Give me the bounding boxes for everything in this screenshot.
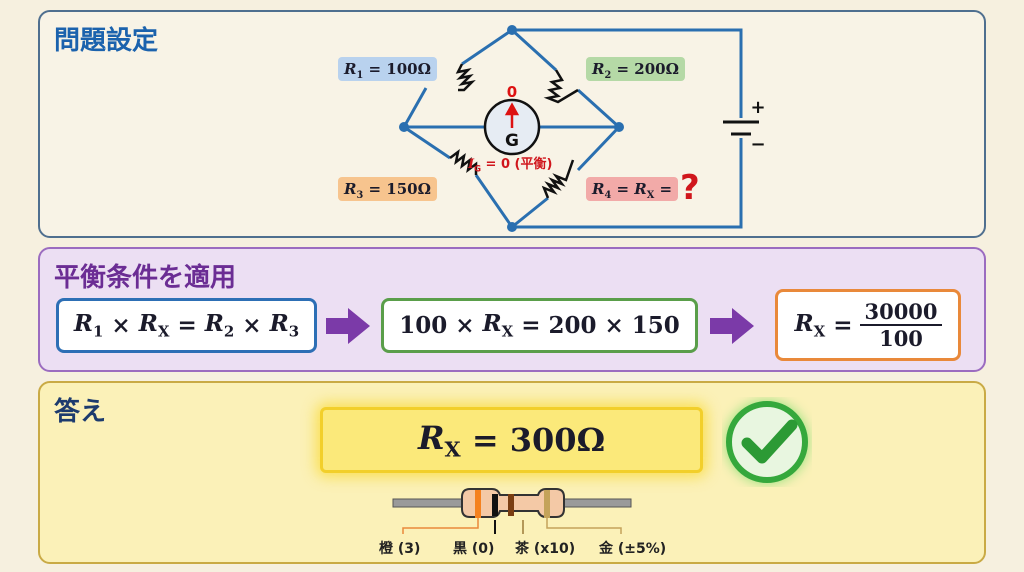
r1-sub: 1 bbox=[356, 70, 364, 81]
galvanometer-reading: 0 bbox=[507, 83, 517, 101]
r4-sub: 4 bbox=[604, 190, 612, 201]
apply-title: 平衡条件を適用 bbox=[54, 263, 237, 293]
r3-sym: R bbox=[344, 180, 357, 198]
galvanometer-label: G bbox=[505, 131, 519, 151]
variable-subscript: X bbox=[813, 322, 826, 341]
variable-subscript: X bbox=[157, 322, 170, 341]
r2-sub: 2 bbox=[604, 70, 612, 81]
variable-symbol: R bbox=[269, 310, 289, 338]
variable-subscript: 2 bbox=[223, 322, 235, 341]
r4-value: = bbox=[654, 180, 673, 198]
variable-subscript: 1 bbox=[93, 322, 104, 341]
color-code-gold: 金 (±5%) bbox=[599, 541, 667, 557]
ig-sub: G bbox=[474, 163, 482, 174]
r1-value: = 100Ω bbox=[363, 60, 431, 78]
r3-label: R3 = 150Ω bbox=[338, 177, 437, 201]
variable-symbol: R bbox=[73, 310, 94, 338]
equation-text: = bbox=[169, 312, 205, 339]
r3-sub: 3 bbox=[356, 190, 364, 201]
color-code-brown: 茶 (x10) bbox=[515, 541, 576, 557]
equation-text: = 200 × 150 bbox=[513, 312, 680, 339]
r4-eq: = bbox=[611, 180, 635, 198]
variable-symbol: R bbox=[794, 309, 814, 337]
battery-plus: + bbox=[750, 97, 765, 118]
variable: RX bbox=[794, 310, 825, 341]
r2-sym: R bbox=[592, 60, 605, 78]
galvanometer-current-label: IG = 0 (平衡) bbox=[468, 153, 552, 174]
variable-symbol: R bbox=[417, 418, 445, 457]
variable-subscript: X bbox=[501, 322, 514, 341]
r3-value: = 150Ω bbox=[363, 180, 431, 198]
variable-symbol: R bbox=[482, 310, 502, 338]
variable: RX bbox=[482, 310, 513, 341]
variable-symbol: R bbox=[204, 310, 224, 338]
equation-text: = bbox=[825, 311, 853, 339]
variable-subscript: 3 bbox=[288, 322, 300, 341]
resistor-icons bbox=[449, 63, 579, 199]
variable-symbol: R bbox=[138, 310, 158, 338]
variable: R3 bbox=[270, 310, 300, 341]
r1-label: R1 = 100Ω bbox=[338, 57, 437, 81]
r4-sym: R bbox=[592, 180, 605, 198]
variable: RX bbox=[139, 310, 170, 341]
variable: R1 bbox=[74, 310, 104, 341]
variable-subscript: X bbox=[444, 436, 461, 462]
r2-label: R2 = 200Ω bbox=[586, 57, 685, 81]
fraction-denominator: 100 bbox=[879, 326, 923, 351]
variable: R2 bbox=[205, 310, 235, 341]
color-code-black: 黒 (0) bbox=[453, 541, 495, 557]
r1-sym: R bbox=[344, 60, 357, 78]
arrow-right-icon bbox=[710, 308, 754, 344]
rx-sym: R bbox=[634, 180, 647, 198]
equation-text: = 300Ω bbox=[460, 421, 606, 459]
color-code-orange: 橙 (3) bbox=[379, 541, 421, 557]
unknown-mark: ? bbox=[680, 168, 700, 208]
arrow-right-icon bbox=[326, 308, 370, 344]
problem-title: 問題設定 bbox=[54, 26, 159, 56]
r2-value: = 200Ω bbox=[611, 60, 679, 78]
answer-title: 答え bbox=[54, 397, 107, 427]
variable: RX bbox=[418, 419, 461, 461]
battery-minus: − bbox=[750, 134, 765, 155]
r4-label: R4 = RX = bbox=[586, 177, 679, 201]
answer-box: RX = 300Ω bbox=[320, 407, 703, 473]
check-icon bbox=[726, 401, 808, 483]
balance-equation-box: R1 × RX = R2 × R3 bbox=[56, 298, 317, 353]
fraction-numerator: 30000 bbox=[860, 299, 942, 326]
ig-sym: I bbox=[468, 157, 475, 172]
equation-text: × bbox=[234, 312, 270, 339]
ig-value: = 0 (平衡) bbox=[481, 157, 553, 172]
substituted-equation-box: 100 × RX = 200 × 150 bbox=[381, 298, 698, 353]
rx-sub: X bbox=[646, 190, 655, 201]
equation-text: 100 × bbox=[399, 312, 483, 339]
equation-text: × bbox=[103, 312, 139, 339]
needle-arrow-icon bbox=[504, 102, 520, 128]
battery-icon bbox=[723, 120, 759, 136]
